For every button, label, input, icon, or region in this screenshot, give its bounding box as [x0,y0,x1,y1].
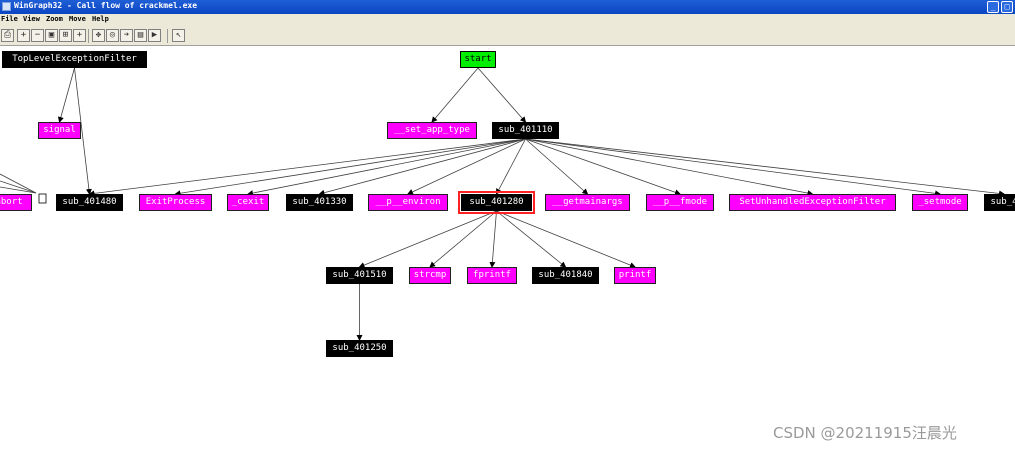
next-icon[interactable]: ▶ [148,29,161,42]
zoom-in-icon[interactable]: + [17,29,30,42]
forward-icon[interactable]: ➔ [120,29,133,42]
zoom-fit-icon[interactable]: ▣ [45,29,58,42]
edge-tlef-to-sub-401480 [74,67,92,195]
menu-help[interactable]: Help [92,15,109,23]
node-start[interactable]: start [460,51,496,68]
node-sub-401330[interactable]: sub_401330 [286,194,353,211]
edge-tlef-to-signal [57,67,75,123]
edge-sub-401280-to-printf [496,210,636,268]
node-fprintf[interactable]: fprintf [467,267,517,284]
edge-sub-401110-to-p-fmode [525,138,681,196]
node-sub-4-cut[interactable]: sub_4 [984,194,1015,211]
menu-view[interactable]: View [23,15,40,23]
menu-zoom[interactable]: Zoom [46,15,63,23]
select-icon[interactable]: ↖ [172,29,185,42]
collapsed-node-stub[interactable] [38,193,47,204]
edge-start-to-set-app-type [431,67,479,123]
node-sub-401110[interactable]: sub_401110 [492,122,559,139]
edge-start-to-sub-401110 [477,67,527,123]
edge-sub-401110-to-sub-4-cut [525,138,1005,197]
toolbar: ⎙+−▣⊞+✥◎➔▤▶↖ [0,27,1015,46]
edge-sub-401110-to-cexit [247,138,526,196]
minimize-button[interactable]: _ [987,1,999,13]
node-setuef[interactable]: SetUnhandledExceptionFilter [729,194,896,211]
layout-icon[interactable]: ▤ [134,29,147,42]
call-graph-canvas[interactable]: TopLevelExceptionFilter signal start __set_… [0,46,1015,451]
edge-sub-401280-to-fprintf [489,210,497,268]
menu-file[interactable]: File [1,15,18,23]
node-printf[interactable]: printf [614,267,656,284]
zoom-full-icon[interactable]: ⊞ [59,29,72,42]
menu-move[interactable]: Move [69,15,86,23]
toolbar-separator [167,29,168,43]
node-abort[interactable]: abort [0,194,32,211]
maximize-button[interactable]: □ [1001,1,1013,13]
node-sub-401280[interactable]: sub_401280 [458,191,535,214]
node-setmode[interactable]: _setmode [912,194,968,211]
crosshair-icon[interactable]: + [73,29,86,42]
node-set-app-type[interactable]: __set_app_type [387,122,477,139]
edge-sub-401110-to-sub-401480 [88,138,526,197]
move-icon[interactable]: ✥ [92,29,105,42]
edge-sub-401280-to-sub-401840 [496,210,567,268]
edge-sub-401110-to-sub-401280 [496,138,526,195]
window-title: WinGraph32 - Call flow of crackmel.exe [14,1,198,10]
node-tlef[interactable]: TopLevelExceptionFilter [2,51,147,68]
node-p-fmode[interactable]: __p__fmode [646,194,714,211]
menu-bar: File View Zoom Move Help [0,14,1015,27]
print-icon[interactable]: ⎙ [1,29,14,42]
toolbar-separator [88,29,89,43]
edge-sub-401110-to-setuef [525,138,814,197]
node-exitprocess[interactable]: ExitProcess [139,194,212,211]
node-sub-401510[interactable]: sub_401510 [326,267,393,284]
node-signal[interactable]: signal [38,122,81,139]
edge-sub-401110-to-getmainargs [525,138,589,195]
edge-sub-401110-to-setmode [525,138,941,197]
app-icon [2,2,11,11]
zoom-out-icon[interactable]: − [31,29,44,42]
watermark: CSDN @20211915汪晨光 [773,424,957,442]
rotate-icon[interactable]: ◎ [106,29,119,42]
node-cexit[interactable]: _cexit [227,194,269,211]
node-p-environ[interactable]: __p__environ [368,194,448,211]
node-getmainargs[interactable]: __getmainargs [545,194,630,211]
node-sub-401840[interactable]: sub_401840 [532,267,599,284]
edge-offscreen-1 [0,180,37,194]
edge-sub-401280-to-sub-401510 [358,210,497,268]
edge-offscreen-0 [0,173,37,194]
node-sub-401480[interactable]: sub_401480 [56,194,123,211]
edge-sub-401280-to-strcmp [429,210,497,268]
call-graph-edges [0,67,1005,341]
edge-sub-401110-to-p-environ [407,138,526,195]
node-sub-401250[interactable]: sub_401250 [326,340,393,357]
edge-sub-401110-to-sub-401330 [318,138,526,196]
edge-offscreen-2 [0,186,37,194]
node-strcmp[interactable]: strcmp [409,267,451,284]
edge-sub-401110-to-exitprocess [174,138,526,197]
title-bar[interactable]: WinGraph32 - Call flow of crackmel.exe _… [0,0,1015,14]
